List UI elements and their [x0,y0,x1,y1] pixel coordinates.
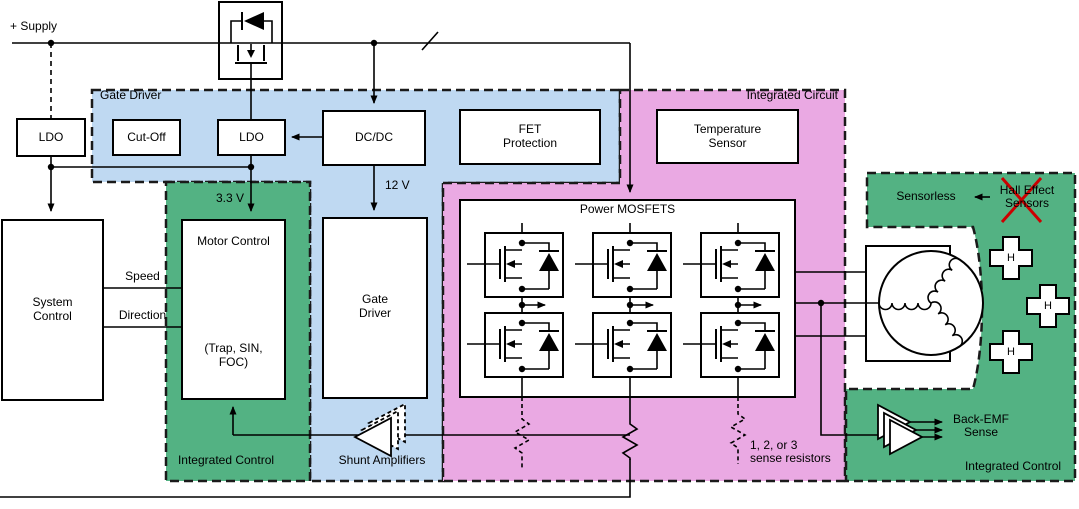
bemf-tap-line [820,303,890,436]
shunt-amplifier-icon [353,402,406,458]
motor-control-box [181,219,286,400]
ldo-left-box [16,118,86,157]
ldo-box [217,119,286,156]
ground-rail [0,459,631,498]
fet-protection-box [459,109,601,165]
sense-resistor-right [729,397,747,464]
dcdc-box [322,110,426,166]
system-control-box [1,219,104,401]
junction-dots [47,39,825,309]
reverse-fet-icon [230,12,273,64]
cutoff-box [112,119,181,156]
red-cross-out-icon [1000,177,1043,223]
sense-resistor-mid [621,397,639,460]
gate-driver-box [322,217,428,399]
sense-resistor-left [513,397,531,470]
supply-break-slash [421,31,439,51]
temperature-sensor-box [656,109,799,164]
back-emf-amplifier-icon [877,403,924,456]
motor-icon [878,250,984,356]
back-emf-output-arrows [910,418,943,441]
